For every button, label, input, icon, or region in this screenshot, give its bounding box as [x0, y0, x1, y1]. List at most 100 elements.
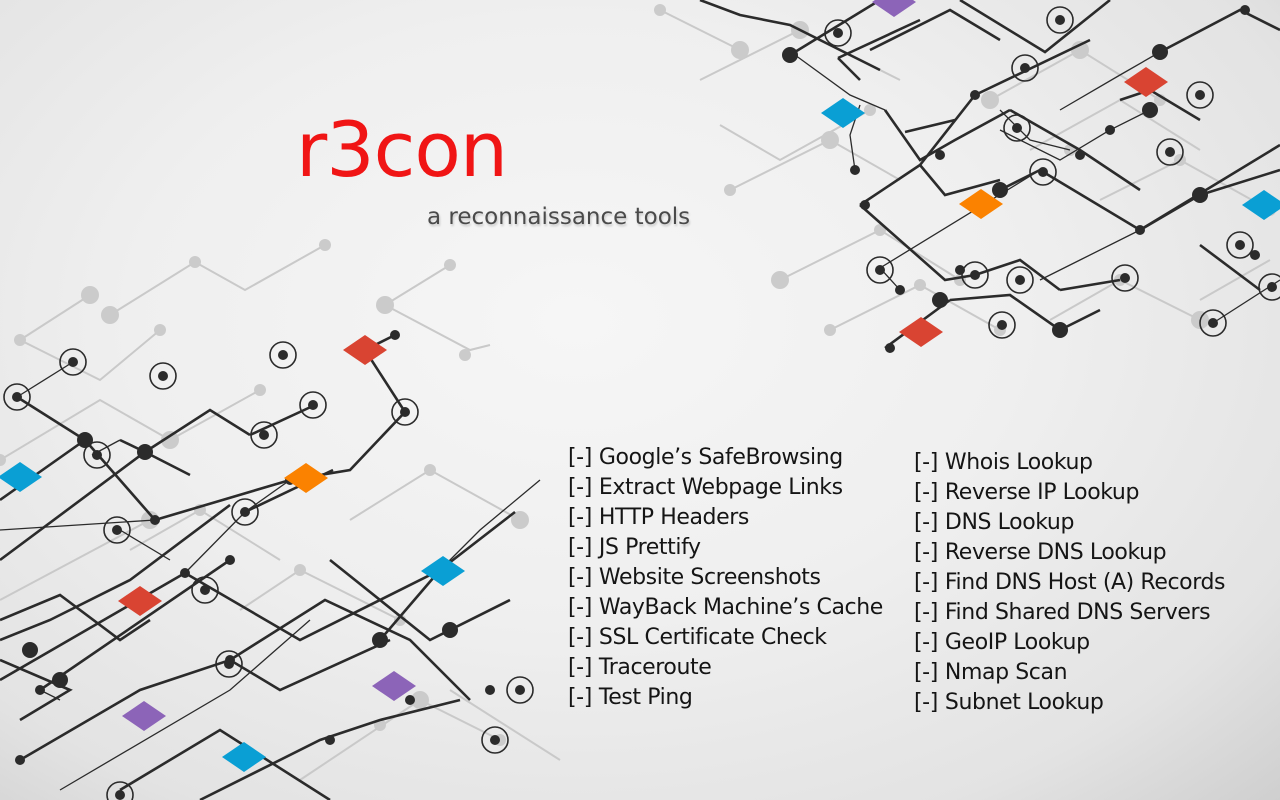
dark-node [1192, 187, 1208, 203]
light-connector-line [1049, 278, 1201, 321]
dark-connector-line [789, 0, 881, 57]
dark-node [325, 735, 335, 745]
ring-node-center [997, 320, 1007, 330]
light-node [864, 104, 876, 116]
tool-label: WayBack Machine’s Cache [598, 595, 883, 620]
light-node [444, 259, 456, 271]
tools-list-left: [-]Google’s SafeBrowsing [-]Extract Webp… [568, 443, 883, 713]
light-connector-line [0, 389, 261, 461]
ring-node [1029, 158, 1057, 186]
ring-node [1111, 264, 1139, 292]
dark-connector-line [39, 558, 231, 692]
dark-node [1250, 250, 1260, 260]
ring-node [106, 781, 134, 800]
dark-connector-line [837, 57, 861, 81]
ring-node-center [490, 735, 500, 745]
tool-item: [-]SSL Certificate Check [568, 623, 883, 653]
dark-connector-line [16, 395, 86, 442]
dark-connector-line [0, 519, 156, 531]
dark-connector-line [229, 598, 471, 701]
dark-connector-line [0, 503, 231, 642]
light-node [189, 256, 201, 268]
dark-connector-line [0, 658, 73, 722]
light-node [654, 4, 666, 16]
tool-item: [-]Reverse DNS Lookup [914, 538, 1225, 568]
diamond-node [1242, 190, 1280, 220]
dark-node [1052, 322, 1068, 338]
ring-node [1199, 309, 1227, 337]
dark-connector-line [119, 728, 331, 800]
dark-node [932, 292, 948, 308]
diamond-node [1124, 67, 1168, 97]
dark-connector-line [949, 293, 1061, 332]
ring-node [191, 576, 219, 604]
light-node [411, 691, 429, 709]
tool-item: [-]Website Screenshots [568, 563, 883, 593]
diamond-node [421, 556, 465, 586]
ring-node [824, 19, 852, 47]
ring-node [215, 650, 243, 678]
light-connector-line [1029, 98, 1201, 151]
tool-marker: [-] [568, 595, 592, 620]
ring-node-center [68, 357, 78, 367]
tool-marker: [-] [568, 445, 592, 470]
diamond-node [372, 671, 416, 701]
diamond-node [872, 0, 916, 17]
tools-list-right: [-]Whois Lookup [-]Reverse IP Lookup [-]… [914, 448, 1226, 718]
ring-node [1003, 114, 1031, 142]
dark-connector-line [904, 118, 956, 134]
ring-node [299, 391, 327, 419]
dark-node [1105, 125, 1115, 135]
dark-node [442, 622, 458, 638]
light-node [511, 511, 529, 529]
ring-node-center [1195, 90, 1205, 100]
ring-node [231, 498, 259, 526]
light-connector-line [659, 9, 741, 51]
ring-node-center [1208, 318, 1218, 328]
tool-marker: [-] [914, 690, 938, 715]
dark-connector-line [184, 510, 516, 642]
dark-node [372, 632, 388, 648]
tool-label: Test Ping [598, 685, 693, 710]
ring-node [961, 261, 989, 289]
dark-node [895, 285, 905, 295]
tool-label: Reverse IP Lookup [944, 480, 1140, 505]
tool-label: Traceroute [598, 655, 712, 680]
tool-item: [-]Extract Webpage Links [568, 473, 883, 503]
tool-item: [-]Reverse IP Lookup [914, 478, 1225, 508]
ring-node-center [92, 450, 102, 460]
light-connector-line [384, 264, 451, 306]
tool-marker: [-] [568, 505, 592, 530]
light-node [254, 384, 266, 396]
ring-node [1046, 6, 1074, 34]
tool-label: Reverse DNS Lookup [944, 540, 1167, 565]
dark-connector-line [859, 38, 1091, 207]
ring-node-center [158, 371, 168, 381]
dark-node [992, 182, 1008, 198]
ring-node [269, 341, 297, 369]
tool-marker: [-] [914, 630, 938, 655]
dark-node [405, 695, 415, 705]
dark-node [137, 444, 153, 460]
ring-node [103, 516, 131, 544]
ring-node [149, 362, 177, 390]
light-node [101, 306, 119, 324]
light-node [161, 431, 179, 449]
background-dark-nodes [12, 5, 1277, 800]
tool-label: Google’s SafeBrowsing [598, 445, 843, 470]
dark-connector-line [999, 109, 1151, 161]
ring-node [481, 726, 509, 754]
tool-item: [-]Subnet Lookup [914, 688, 1225, 718]
dark-node [1240, 5, 1250, 15]
light-connector-line [384, 304, 491, 352]
diamond-node [118, 586, 162, 616]
ring-node [1226, 231, 1254, 259]
diamond-node [899, 317, 943, 347]
dark-node [77, 432, 93, 448]
ring-node [1258, 273, 1280, 301]
light-node [981, 91, 999, 109]
light-connector-line [1199, 259, 1271, 301]
light-connector-line [109, 244, 326, 316]
dark-node [15, 755, 25, 765]
dark-connector-line [199, 698, 461, 800]
